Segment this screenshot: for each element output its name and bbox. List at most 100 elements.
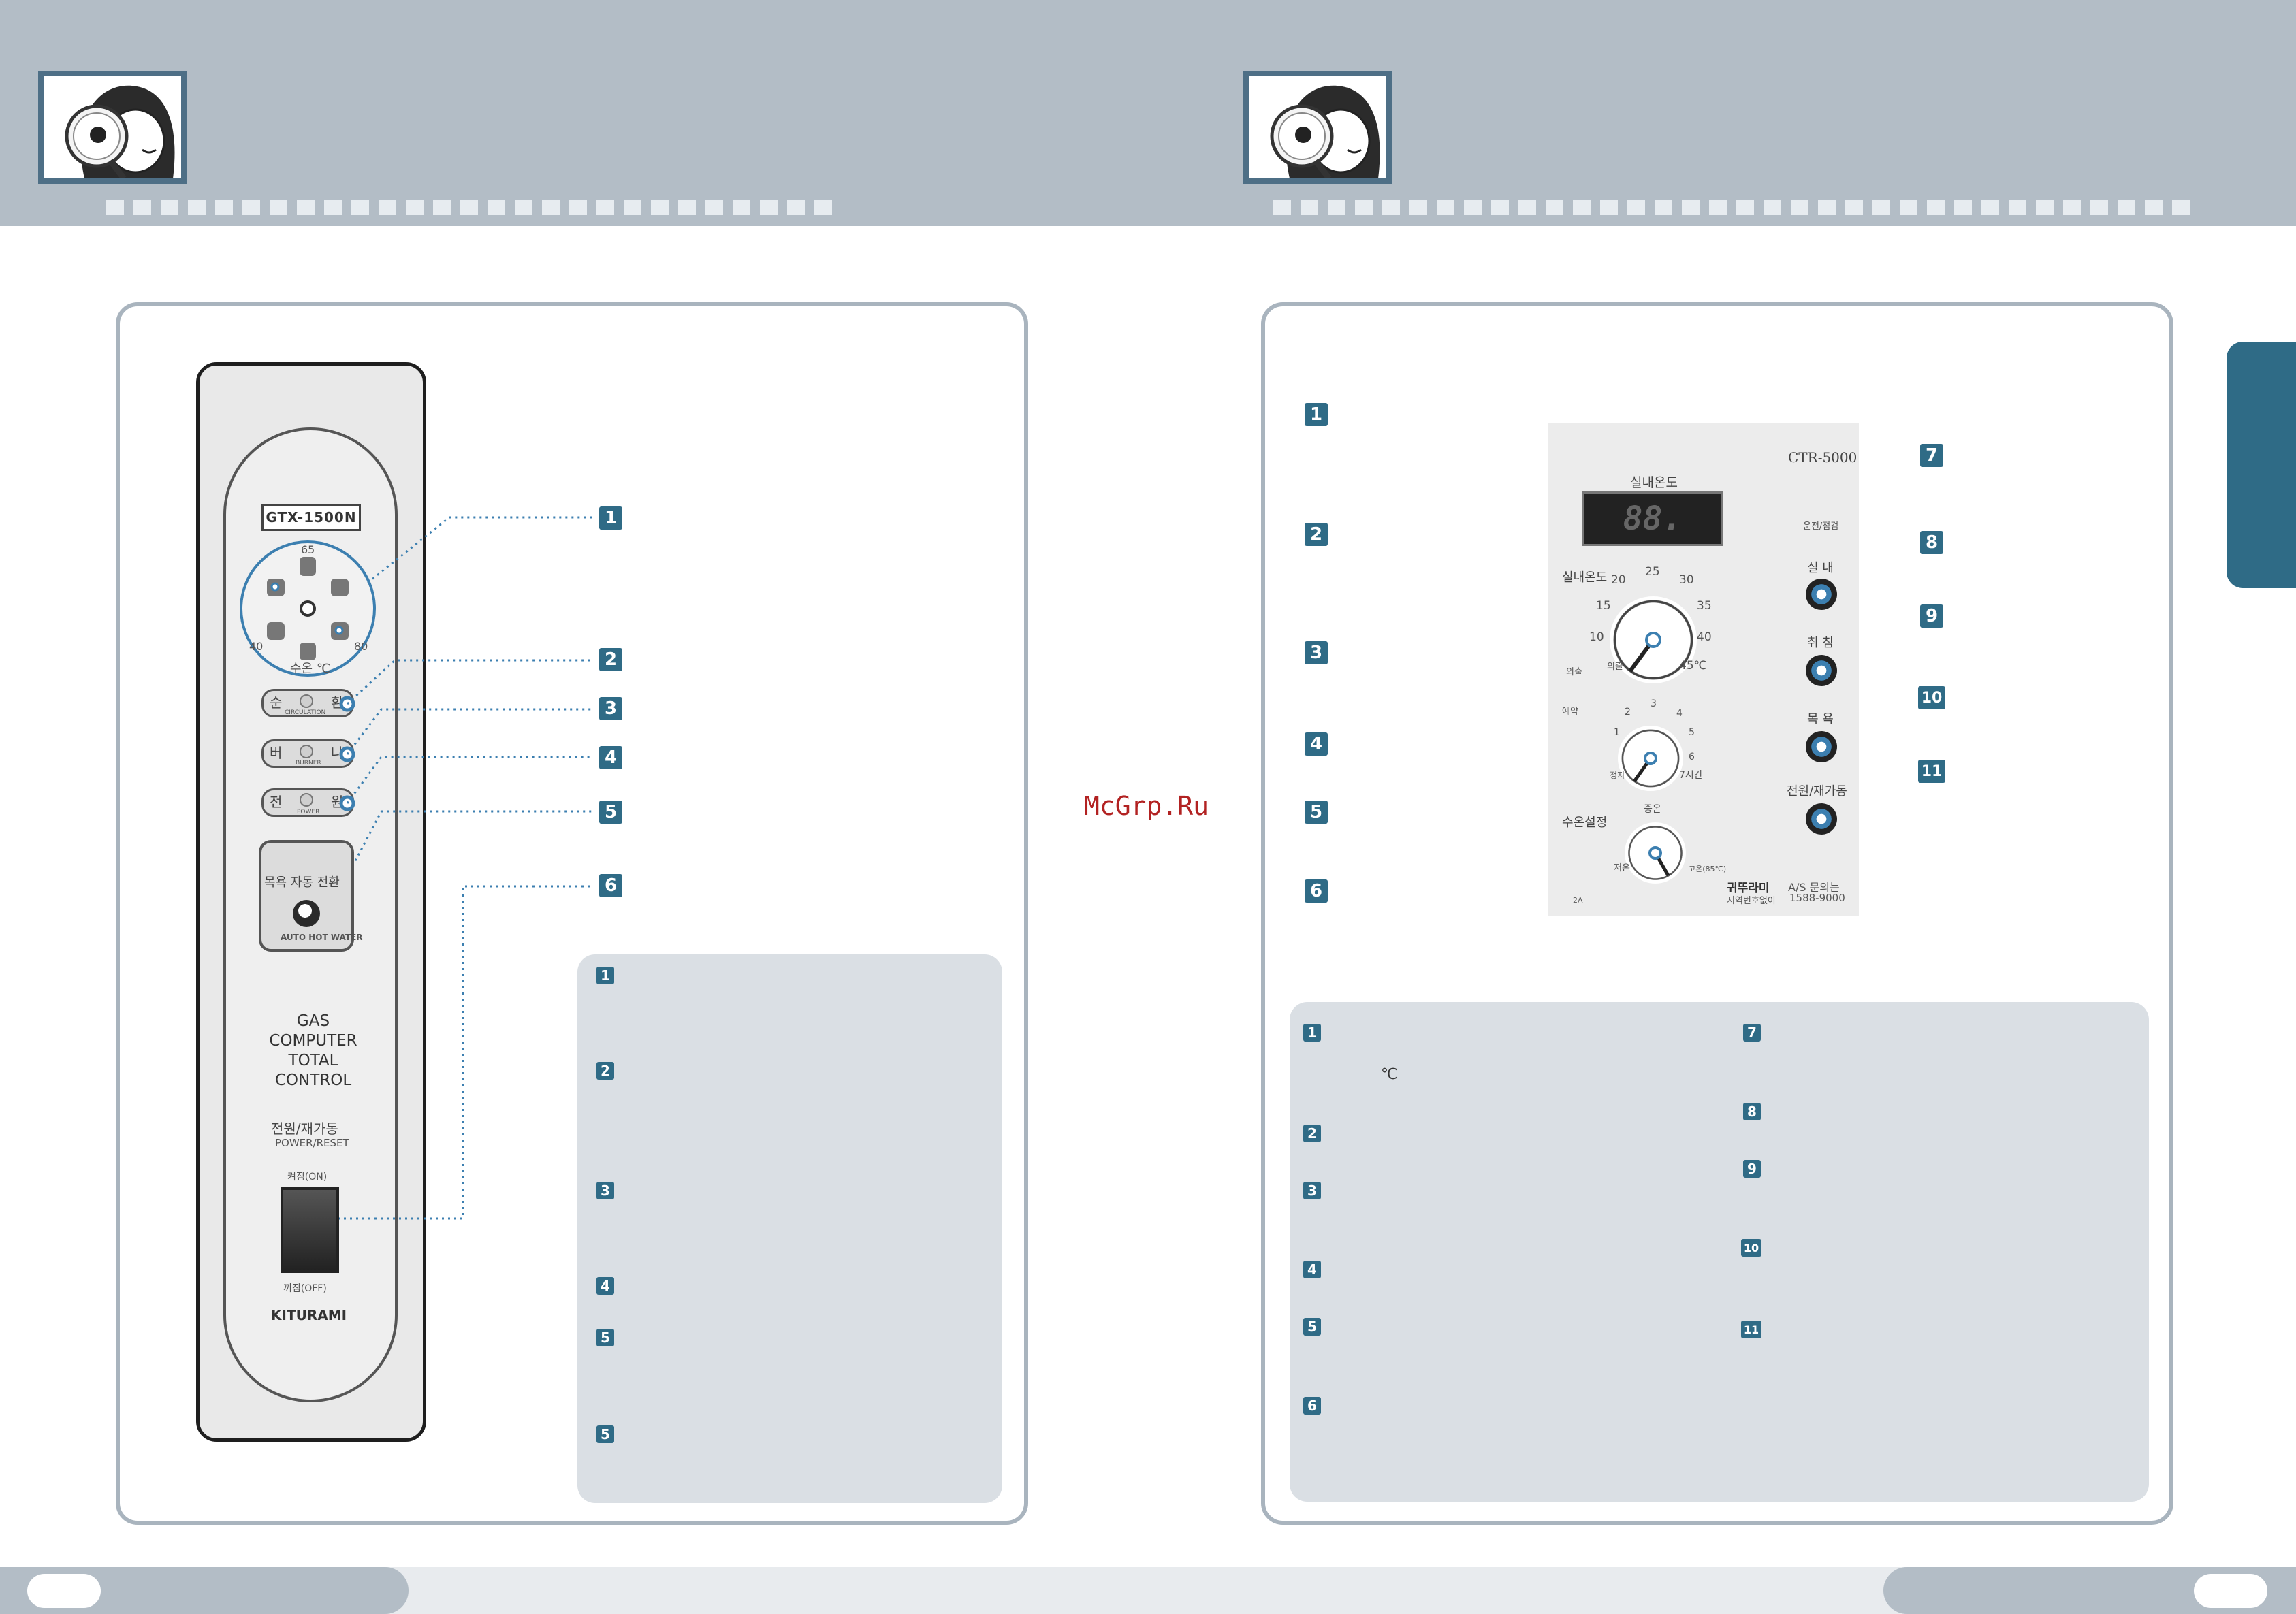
- note-r4: 4: [1303, 1261, 1321, 1278]
- dial-pointer-icon: [1628, 632, 1661, 673]
- header-square: [1818, 200, 1836, 215]
- header-square: [215, 200, 233, 215]
- header-square: [787, 200, 805, 215]
- header-square: [1872, 200, 1890, 215]
- header-square: [242, 200, 260, 215]
- note-3: 3: [596, 1182, 614, 1199]
- reserve-mark-4: 4: [1676, 708, 1683, 719]
- temp-display: 88.: [1582, 491, 1723, 546]
- callout-r1: 1: [1305, 403, 1328, 426]
- room-mark-20: 20: [1611, 573, 1626, 587]
- note-2: 2: [596, 1062, 614, 1080]
- reset-sub: POWER/RESET: [275, 1137, 349, 1149]
- header-square: [1301, 200, 1318, 215]
- reserve-mark-3: 3: [1651, 698, 1657, 709]
- header-square: [2063, 200, 2081, 215]
- header-square: [542, 200, 560, 215]
- header-squares-left: [106, 200, 832, 215]
- header-square: [705, 200, 723, 215]
- header-square: [1845, 200, 1863, 215]
- reserve-mark-6: 6: [1689, 752, 1695, 762]
- water-temp-dial[interactable]: [240, 540, 376, 677]
- header-square: [1273, 200, 1291, 215]
- header-square: [760, 200, 778, 215]
- header-square: [488, 200, 505, 215]
- note-r7: 7: [1743, 1024, 1761, 1042]
- callout-1: 1: [599, 506, 622, 530]
- dial-label: 수온 ℃: [290, 662, 331, 676]
- header-square: [1464, 200, 1482, 215]
- power-switch[interactable]: [281, 1187, 339, 1273]
- ctr-brand: 귀뚜라미: [1727, 882, 1770, 895]
- note-4: 4: [596, 1277, 614, 1295]
- header-square: [1764, 200, 1781, 215]
- note-r1: 1: [1303, 1024, 1321, 1042]
- celsius-symbol: ℃: [1381, 1066, 1398, 1083]
- callout-4: 4: [599, 746, 622, 769]
- chapter-tab: [2227, 342, 2296, 588]
- dial-pointer-icon: [1632, 752, 1657, 783]
- reserve-mark-1: 1: [1614, 727, 1620, 738]
- reset-button-label: 전원/재가동: [1787, 784, 1847, 798]
- header-square: [188, 200, 206, 215]
- note-r2: 2: [1303, 1125, 1321, 1142]
- bath-button[interactable]: [1806, 731, 1837, 762]
- note-5b: 5: [596, 1425, 614, 1443]
- room-mark-40: 40: [1697, 630, 1712, 644]
- room-temp-dial[interactable]: [1610, 596, 1697, 683]
- sleep-button[interactable]: [1806, 655, 1837, 686]
- burner-left: 버: [270, 745, 283, 761]
- note-r9: 9: [1743, 1160, 1761, 1178]
- header-square: [1573, 200, 1591, 215]
- callout-r8: 8: [1920, 531, 1943, 554]
- header-square: [624, 200, 641, 215]
- sleep-button-label: 취 침: [1807, 636, 1834, 650]
- header-square: [1709, 200, 1727, 215]
- header-square: [1600, 200, 1618, 215]
- avatar-left: [38, 71, 187, 184]
- callout-r10: 10: [1918, 686, 1945, 709]
- header-square: [1409, 200, 1427, 215]
- burner-sub: BURNER: [296, 760, 321, 766]
- callout-6: 6: [599, 874, 622, 897]
- callout-5: 5: [599, 801, 622, 824]
- header-square: [569, 200, 587, 215]
- room-mark-30: 30: [1679, 573, 1694, 587]
- water-setting-label: 수온설정: [1562, 816, 1608, 830]
- water-temp-setting-dial[interactable]: [1625, 822, 1686, 884]
- auto-hot-water-button[interactable]: [293, 900, 320, 927]
- page-number-right: [2194, 1574, 2267, 1608]
- header-square: [379, 200, 396, 215]
- water-mark-low: 저온: [1614, 863, 1630, 873]
- reset-button[interactable]: [1806, 803, 1837, 835]
- reserve-dial[interactable]: [1618, 726, 1683, 791]
- magnifier-girl-icon: [65, 85, 175, 178]
- header-square: [1491, 200, 1509, 215]
- callout-r5: 5: [1305, 801, 1328, 824]
- header-square: [1328, 200, 1345, 215]
- header-square: [1546, 200, 1563, 215]
- run-check-label: 운전/점검: [1803, 521, 1839, 532]
- header-square: [133, 200, 151, 215]
- header-square: [1981, 200, 1999, 215]
- header-square: [351, 200, 369, 215]
- circulation-sub: CIRCULATION: [285, 709, 326, 716]
- callout-3: 3: [599, 697, 622, 720]
- dial-mark-80: 80: [354, 640, 368, 653]
- reserve-mark-5: 5: [1689, 727, 1695, 738]
- avatar-right: [1243, 71, 1392, 184]
- note-r10: 10: [1741, 1239, 1761, 1257]
- as-sub: 지역번호없이: [1727, 896, 1776, 906]
- header-square: [297, 200, 315, 215]
- header-square: [2172, 200, 2190, 215]
- header-square: [106, 200, 124, 215]
- header-square: [1437, 200, 1454, 215]
- room-button[interactable]: [1806, 579, 1837, 610]
- brand-logo: KITURAMI: [271, 1307, 347, 1323]
- control-line: TOTAL: [288, 1052, 338, 1069]
- control-line: CONTROL: [274, 1071, 352, 1089]
- note-r3: 3: [1303, 1182, 1321, 1199]
- room-button-label: 실 내: [1807, 561, 1834, 575]
- temp-display-digits: 88.: [1623, 500, 1683, 538]
- ctr-model: CTR-5000: [1788, 449, 1857, 466]
